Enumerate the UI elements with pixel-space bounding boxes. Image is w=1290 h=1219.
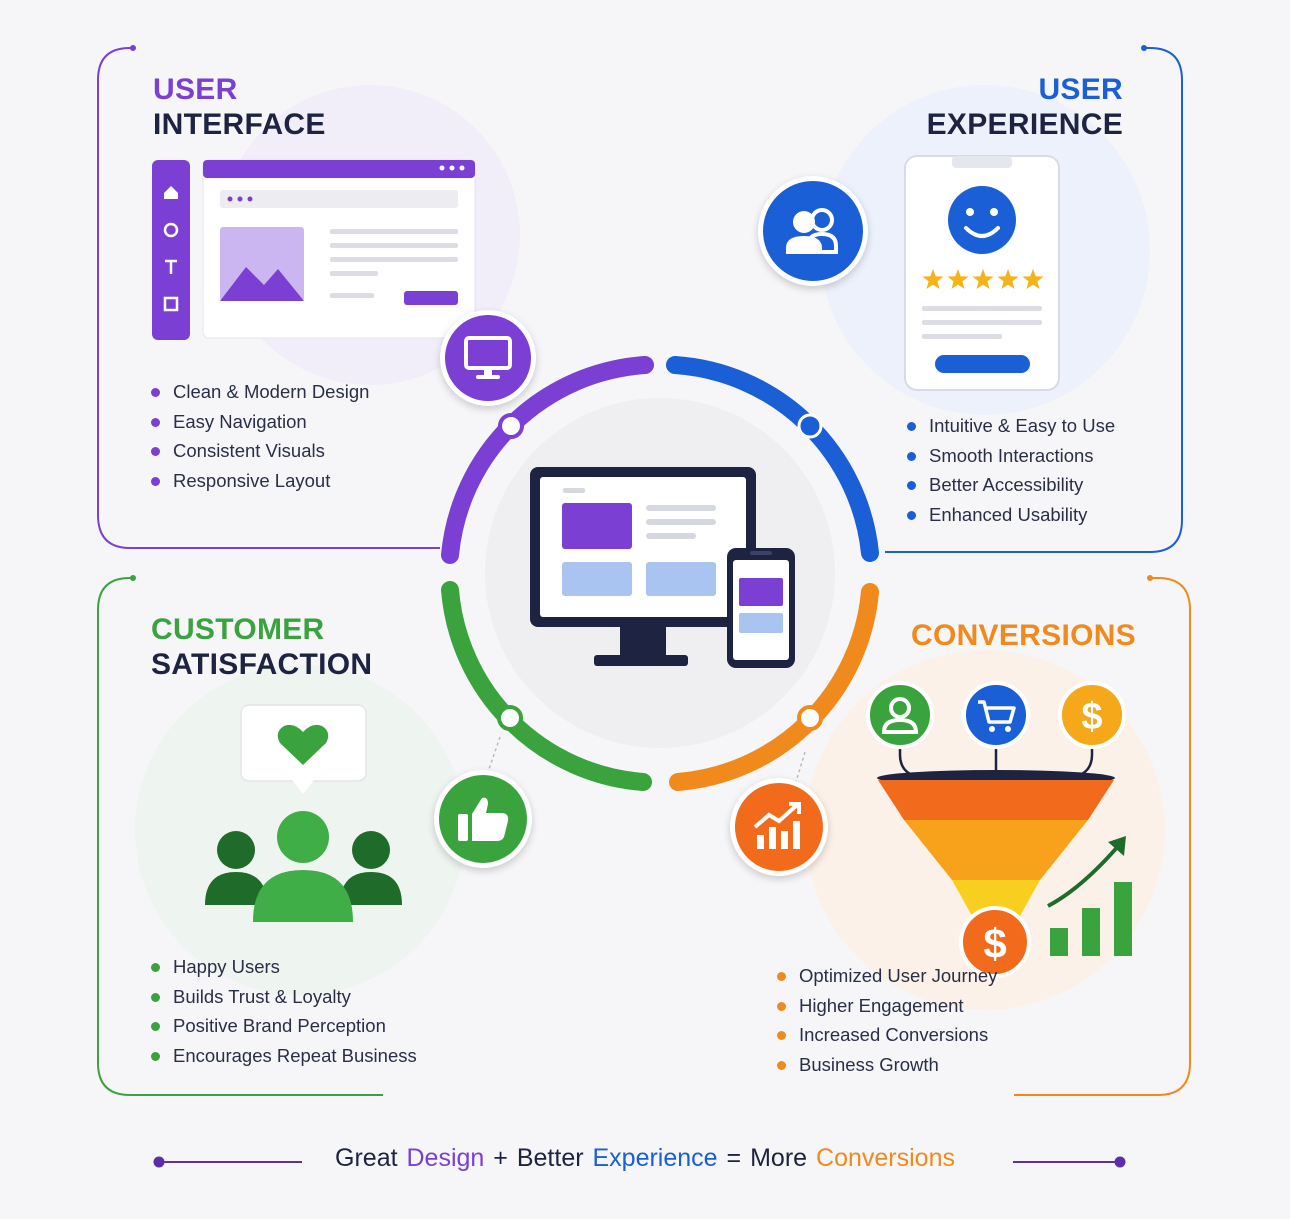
list-item: Enhanced Usability bbox=[907, 500, 1115, 530]
star-icon bbox=[1022, 269, 1044, 289]
list-item: Positive Brand Perception bbox=[151, 1011, 417, 1041]
star-icon bbox=[972, 269, 994, 289]
user-icon bbox=[866, 681, 934, 749]
ui-title-accent: USER bbox=[153, 73, 238, 106]
conv-title: CONVERSIONS bbox=[910, 619, 1136, 652]
smiley-icon bbox=[948, 186, 1016, 254]
cs-bullet-list: Happy Users Builds Trust & Loyalty Posit… bbox=[151, 952, 417, 1070]
star-icon bbox=[947, 269, 969, 289]
star-icon bbox=[997, 269, 1019, 289]
ux-title: USER EXPERIENCE bbox=[927, 72, 1123, 142]
footer-tagline: Great Design + Better Experience = More … bbox=[0, 1144, 1290, 1173]
list-item: Intuitive & Easy to Use bbox=[907, 411, 1115, 441]
dollar-icon: $ bbox=[1058, 681, 1126, 749]
ui-title: USER INTERFACE bbox=[153, 72, 326, 142]
footer-plus: + bbox=[493, 1144, 508, 1172]
cs-title-main: SATISFACTION bbox=[151, 648, 373, 681]
list-item: Builds Trust & Loyalty bbox=[151, 982, 417, 1012]
footer-word: Better bbox=[516, 1144, 584, 1172]
list-item: Smooth Interactions bbox=[907, 441, 1115, 471]
ux-phone-illustration bbox=[904, 155, 1060, 391]
footer-word: Great bbox=[335, 1144, 398, 1172]
cs-people-illustration bbox=[205, 704, 402, 922]
conv-funnel-illustration: $ $ bbox=[866, 681, 1132, 978]
list-item: Better Accessibility bbox=[907, 470, 1115, 500]
ux-title-main: EXPERIENCE bbox=[926, 108, 1123, 141]
ux-title-accent: USER bbox=[1038, 73, 1123, 106]
ui-title-main: INTERFACE bbox=[153, 108, 326, 141]
monitor-icon bbox=[440, 310, 536, 406]
list-item: Consistent Visuals bbox=[151, 436, 369, 466]
list-item: Clean & Modern Design bbox=[151, 377, 369, 407]
ui-browser-illustration bbox=[152, 159, 476, 340]
rating-stars bbox=[922, 269, 1044, 289]
growth-chart-icon bbox=[730, 778, 828, 876]
users-icon bbox=[758, 176, 868, 286]
star-icon bbox=[922, 269, 944, 289]
list-item: Increased Conversions bbox=[777, 1020, 997, 1050]
list-item: Higher Engagement bbox=[777, 991, 997, 1021]
list-item: Optimized User Journey bbox=[777, 961, 997, 991]
cs-title-accent: CUSTOMER bbox=[151, 613, 325, 646]
thumbs-up-icon bbox=[434, 770, 532, 868]
cs-title: CUSTOMER SATISFACTION bbox=[151, 612, 372, 682]
footer-word: More bbox=[750, 1144, 808, 1172]
footer-word-conversions: Conversions bbox=[816, 1144, 955, 1172]
list-item: Responsive Layout bbox=[151, 466, 369, 496]
footer-word-experience: Experience bbox=[592, 1144, 718, 1172]
list-item: Happy Users bbox=[151, 952, 417, 982]
list-item: Encourages Repeat Business bbox=[151, 1041, 417, 1071]
svg-text:$: $ bbox=[1081, 696, 1102, 738]
dollar-coin-icon: $ bbox=[959, 906, 1031, 978]
ui-bullet-list: Clean & Modern Design Easy Navigation Co… bbox=[151, 377, 369, 495]
cart-icon bbox=[962, 681, 1030, 749]
svg-text:$: $ bbox=[983, 920, 1006, 967]
footer-lines bbox=[153, 1156, 1126, 1168]
conv-bullet-list: Optimized User Journey Higher Engagement… bbox=[777, 961, 997, 1079]
list-item: Business Growth bbox=[777, 1050, 997, 1080]
list-item: Easy Navigation bbox=[151, 407, 369, 437]
heart-icon bbox=[277, 724, 329, 765]
devices-illustration bbox=[530, 467, 795, 668]
ux-bullet-list: Intuitive & Easy to Use Smooth Interacti… bbox=[907, 411, 1115, 529]
footer-equals: = bbox=[726, 1144, 742, 1172]
footer-word-design: Design bbox=[406, 1144, 485, 1172]
